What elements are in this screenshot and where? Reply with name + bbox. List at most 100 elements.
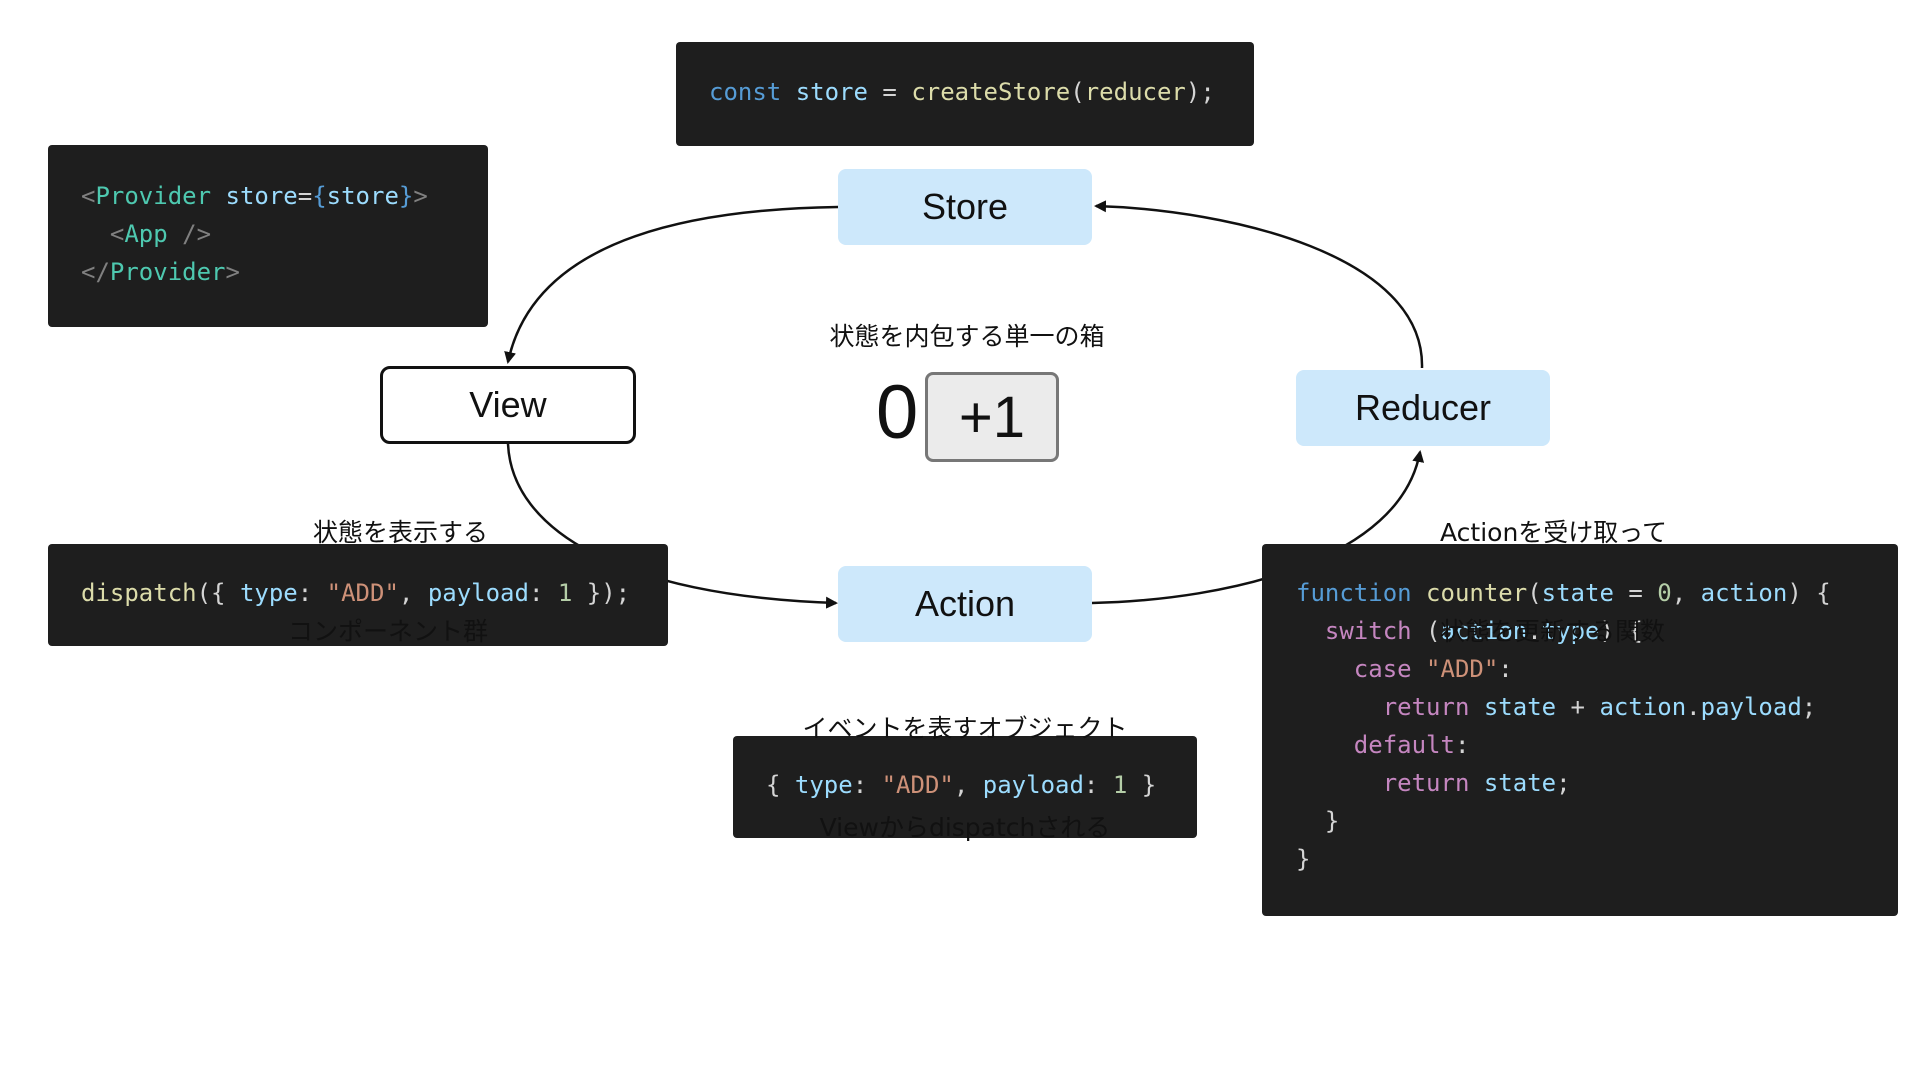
caption-line: 状態を表示する <box>312 518 488 547</box>
code-token: "ADD" <box>1426 655 1499 683</box>
code-line: case "ADD": <box>1296 650 1898 688</box>
code-token: action <box>1700 579 1788 607</box>
code-token: 1 <box>557 579 573 607</box>
code-token <box>1412 579 1426 607</box>
code-line: function counter(state = 0, action) { <box>1296 574 1898 612</box>
code-token: > <box>413 182 428 210</box>
code-token: Provider <box>109 258 226 286</box>
code-token: : <box>1083 771 1113 799</box>
code-token: } <box>398 182 414 210</box>
code-token: = <box>867 78 912 106</box>
code-token: store <box>795 78 868 106</box>
code-token: App <box>124 220 168 248</box>
code-token: state <box>1483 769 1557 797</box>
code-token: + <box>1556 693 1600 721</box>
code-token: switch <box>1324 617 1412 645</box>
caption-line: 状態を内包する単一の箱 <box>829 322 1105 351</box>
code-token: "ADD" <box>326 579 399 607</box>
code-token: } <box>1296 845 1311 873</box>
view-caption: 状態を表示する コンポーネント群 <box>250 450 488 681</box>
code-token: </ <box>81 258 110 286</box>
code-token: : <box>297 579 327 607</box>
code-token: : <box>528 579 558 607</box>
code-token: < <box>109 220 125 248</box>
arrow-reducer-to-store <box>1094 200 1424 369</box>
code-token <box>81 220 110 248</box>
code-token: "ADD" <box>881 771 954 799</box>
store-code-block: const store = createStore(reducer); <box>676 42 1254 146</box>
code-token <box>1296 731 1354 759</box>
code-token: case <box>1353 655 1412 683</box>
code-line: } <box>1296 802 1898 840</box>
code-token: , <box>1671 579 1701 607</box>
code-line: default: <box>1296 726 1898 764</box>
dispatch-code-block: dispatch({ type: "ADD", payload: 1 }); <box>48 544 668 646</box>
caption-line: Actionを受け取って <box>1440 518 1668 547</box>
code-line: } <box>1296 840 1898 878</box>
counter-value: 0 <box>876 370 919 455</box>
store-node: Store <box>838 169 1092 245</box>
code-token: payload <box>427 579 529 607</box>
caption-line: 状態を更新する関数 <box>1440 617 1666 646</box>
code-token: , <box>953 771 983 799</box>
code-token: = <box>1613 579 1658 607</box>
code-token: state <box>1541 579 1614 607</box>
code-token: action <box>1440 617 1528 645</box>
code-token <box>1469 693 1483 721</box>
code-token: reducer <box>1084 78 1186 106</box>
plus-one-button[interactable]: +1 <box>925 372 1059 462</box>
code-token: store <box>225 182 298 210</box>
code-token: . <box>1686 693 1701 721</box>
code-token: type <box>794 771 853 799</box>
store-caption: 状態を内包する単一の箱 <box>812 254 1122 386</box>
code-token <box>1412 655 1426 683</box>
code-token: ({ <box>196 579 240 607</box>
code-token: , <box>398 579 428 607</box>
reducer-code-block: function counter(state = 0, action) { sw… <box>1262 544 1898 916</box>
code-line: dispatch({ type: "ADD", payload: 1 }); <box>81 574 668 612</box>
code-line: </Provider> <box>81 253 488 291</box>
view-node: View <box>380 366 636 444</box>
code-token: Provider <box>95 182 212 210</box>
code-line: return state + action.payload; <box>1296 688 1898 726</box>
code-line: switch (action.type) { <box>1296 612 1898 650</box>
code-token: ; <box>1556 769 1571 797</box>
action-caption: イベントを表すオブジェクト Viewからdispatchされる <box>790 646 1140 877</box>
code-token: createStore <box>911 78 1071 106</box>
code-line: return state; <box>1296 764 1898 802</box>
code-token: type <box>239 579 298 607</box>
code-token: store <box>326 182 399 210</box>
caption-line: Viewからdispatchされる <box>819 813 1111 842</box>
code-token: { <box>766 771 795 799</box>
code-token: ) { <box>1787 579 1831 607</box>
code-token: > <box>225 258 240 286</box>
code-token: payload <box>1700 693 1802 721</box>
code-token: : <box>1498 655 1513 683</box>
code-token <box>1296 617 1325 645</box>
code-token: = <box>297 182 313 210</box>
code-token: : <box>1454 731 1470 759</box>
code-token: counter <box>1426 579 1528 607</box>
code-token: state <box>1483 693 1557 721</box>
reducer-caption: Actionを受け取って 状態を更新する関数 <box>1440 450 1710 681</box>
reducer-node: Reducer <box>1296 370 1550 446</box>
code-token: { <box>312 182 327 210</box>
code-token <box>1296 693 1383 721</box>
caption-line: イベントを表すオブジェクト <box>802 714 1128 743</box>
code-token: action <box>1599 693 1687 721</box>
code-token <box>1296 655 1354 683</box>
code-token: /> <box>167 220 212 248</box>
code-token: : <box>852 771 882 799</box>
code-token <box>211 182 225 210</box>
code-token: } <box>1127 771 1157 799</box>
code-token: ) { <box>1599 617 1643 645</box>
code-token: ); <box>1185 78 1215 106</box>
code-line: const store = createStore(reducer); <box>709 73 1254 111</box>
code-token: function <box>1296 579 1412 607</box>
provider-code-block: <Provider store={store}> <App /> </Provi… <box>48 145 488 327</box>
code-token: . <box>1527 617 1542 645</box>
action-node: Action <box>838 566 1092 642</box>
code-token: const <box>709 78 782 106</box>
code-token: ; <box>1801 693 1817 721</box>
code-token: ( <box>1411 617 1441 645</box>
